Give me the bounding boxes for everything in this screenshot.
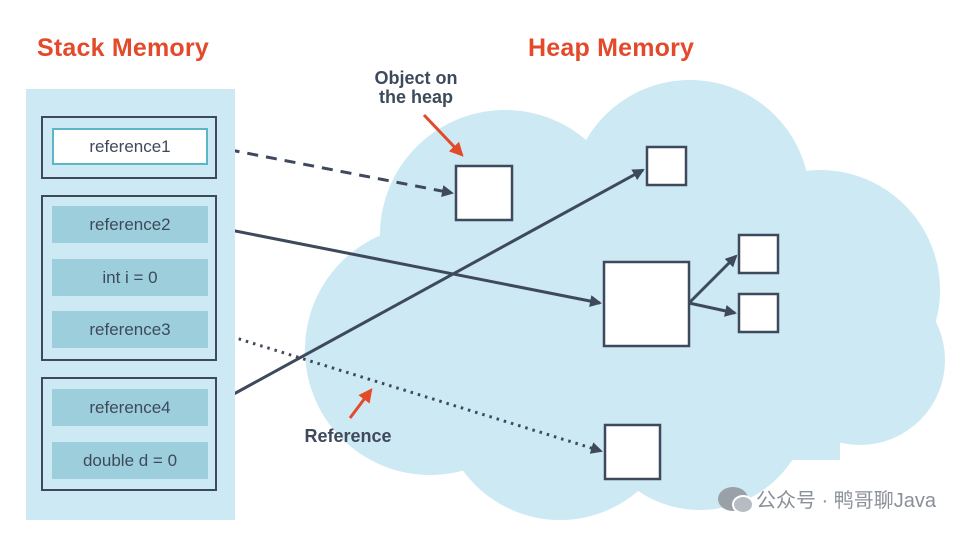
stack-cell-reference3: reference3 <box>52 311 208 348</box>
arrow-reference4 <box>209 168 645 409</box>
annotation-arrow-object <box>422 113 464 157</box>
stack-cell-reference4: reference4 <box>52 389 208 426</box>
arrow-reference1 <box>209 144 454 197</box>
wechat-icon <box>717 486 754 514</box>
stack-cell-int-i: int i = 0 <box>52 259 208 296</box>
arrow-object-link-2 <box>688 301 737 317</box>
stack-cell-reference1: reference1 <box>52 128 208 165</box>
heap-object-5 <box>737 292 780 334</box>
heap-memory-title: Heap Memory <box>528 34 695 62</box>
stack-cell-double-d: double d = 0 <box>52 442 208 479</box>
heap-object-2 <box>645 145 688 187</box>
heap-object-4 <box>737 233 780 275</box>
reference-label: Reference <box>304 426 392 446</box>
watermark-text: 公众号 · 鸭哥聊Java <box>755 490 936 512</box>
heap-objects <box>454 145 780 481</box>
arrow-reference2 <box>209 224 602 307</box>
arrow-reference3 <box>209 328 603 454</box>
watermark: 公众号 · 鸭哥聊Java <box>717 484 936 514</box>
heap-object-1 <box>454 164 514 222</box>
arrow-object-link-1 <box>687 254 738 305</box>
annotation-arrow-reference <box>348 388 373 419</box>
heap-object-6 <box>603 423 662 481</box>
heap-object-3 <box>602 260 691 348</box>
stack-memory-title: Stack Memory <box>37 34 209 62</box>
stack-cell-reference2: reference2 <box>52 206 208 243</box>
object-on-heap-label: Object on the heap <box>374 68 458 107</box>
